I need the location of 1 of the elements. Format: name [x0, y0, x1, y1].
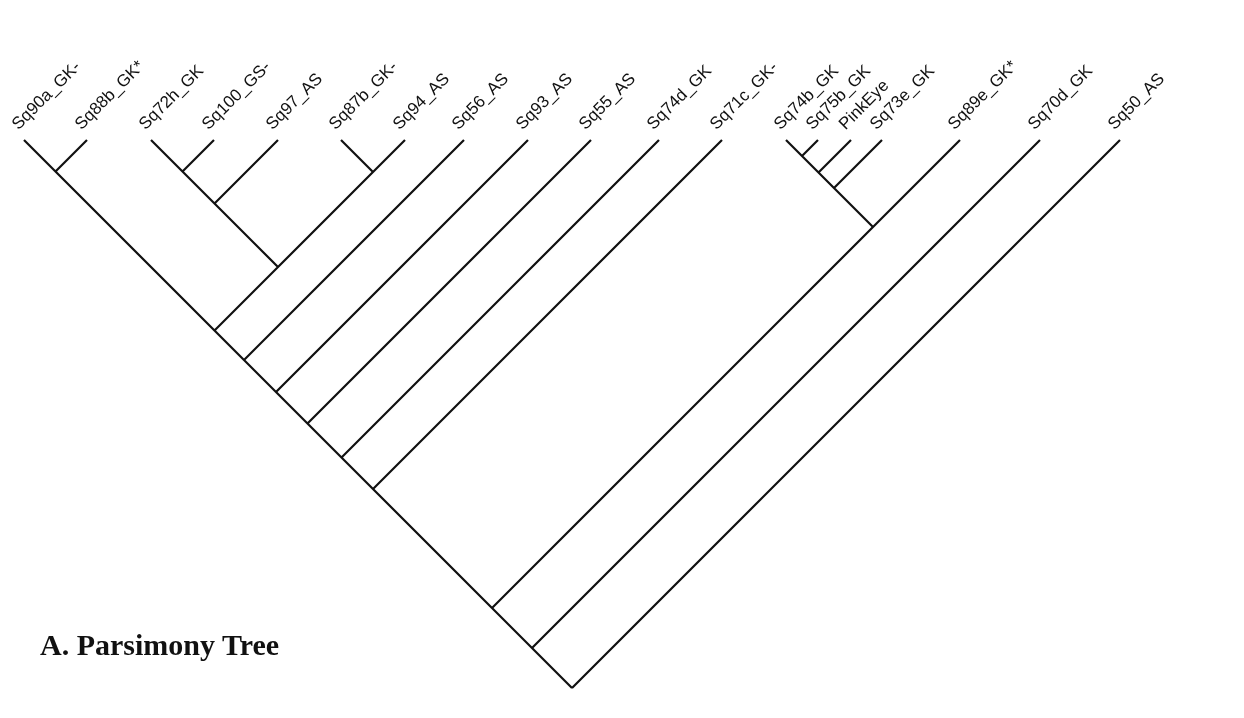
caption: A. Parsimony Tree: [40, 628, 280, 662]
